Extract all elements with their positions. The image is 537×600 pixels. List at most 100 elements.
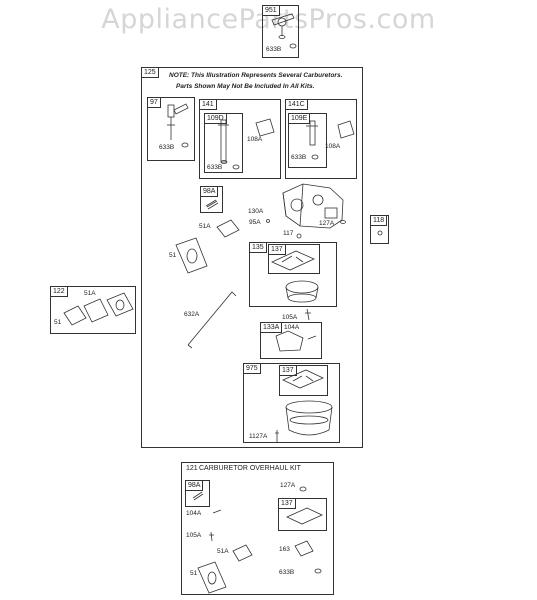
box-label-109d: 109D <box>204 113 227 124</box>
screw-icon <box>205 199 219 210</box>
part-label-633b: 633B <box>207 164 223 171</box>
needle-icon <box>209 531 214 542</box>
part-label-104a: 104A <box>186 510 202 517</box>
part-box-975[interactable]: 975 <box>243 363 340 443</box>
plug-icon <box>377 230 383 236</box>
part-box-125: 125 <box>141 67 363 448</box>
box-label-135: 135 <box>249 242 267 253</box>
box-label-98a: 98A <box>200 186 219 197</box>
part-box-137[interactable]: 137 <box>268 244 320 274</box>
part-label-51a: 51A <box>84 290 96 297</box>
box-label-109e: 109E <box>288 113 311 124</box>
o-ring-icon <box>311 154 319 160</box>
part-label-51: 51 <box>190 570 198 577</box>
part-box-98a[interactable]: 98A <box>200 186 223 213</box>
kit-title: CARBURETOR OVERHAUL KIT <box>199 465 301 472</box>
part-box-137-kit[interactable]: 137 <box>278 498 327 531</box>
box-label-141c: 141C <box>285 99 308 110</box>
part-label-105a: 105A <box>282 314 298 321</box>
gasket-icon <box>63 305 87 326</box>
part-box-141c[interactable]: 141C 108A <box>285 99 357 179</box>
part-label-130a: 130A <box>248 208 264 215</box>
screw-icon <box>212 509 222 514</box>
needle-icon <box>305 308 311 321</box>
gasket-icon <box>337 120 355 139</box>
part-label-51: 51 <box>54 319 62 326</box>
o-ring-icon <box>340 220 346 224</box>
fuel-shutoff-valve-icon <box>271 13 295 39</box>
box-label-137: 137 <box>278 498 296 509</box>
screw-icon <box>307 335 317 340</box>
float-icon <box>286 507 323 525</box>
part-box-133a[interactable]: 133A 104A <box>260 322 322 359</box>
screw-icon <box>192 491 204 501</box>
part-label-633b: 633B <box>279 569 295 576</box>
part-label-633b: 633B <box>266 46 282 53</box>
note-line-2: Parts Shown May Not Be Included In All K… <box>176 83 315 90</box>
part-box-122[interactable]: 122 51A 51 <box>50 286 136 334</box>
box-label-122: 122 <box>50 286 68 297</box>
float-icon <box>282 369 324 389</box>
part-box-135[interactable]: 135 <box>249 242 337 307</box>
part-box-109e[interactable]: 109E 633B <box>288 113 327 168</box>
part-label-51a: 51A <box>199 223 211 230</box>
carburetor-icon <box>282 183 344 229</box>
part-box-951[interactable]: 951 633B <box>262 5 299 58</box>
part-label-117: 117 <box>283 230 294 237</box>
float-needle-icon <box>275 330 304 352</box>
part-label-108a: 108A <box>325 143 341 150</box>
part-label-633b: 633B <box>291 154 307 161</box>
screw-icon <box>275 430 279 442</box>
note-line-1: NOTE: This Illustration Represents Sever… <box>169 72 343 79</box>
o-ring-icon <box>289 43 297 49</box>
plug-icon <box>296 233 302 239</box>
part-label-105a: 105A <box>186 532 202 539</box>
part-box-98a-kit[interactable]: 98A <box>185 480 210 507</box>
o-ring-icon <box>232 164 240 170</box>
fuel-pipe-icon <box>306 120 318 146</box>
part-label-633b: 633B <box>159 144 175 151</box>
part-box-141[interactable]: 141 108A <box>199 99 281 179</box>
part-box-109d[interactable]: 109D 633B <box>204 113 243 173</box>
box-label-125: 125 <box>141 67 159 78</box>
intake-gasket-icon <box>175 237 208 274</box>
fuel-pipe-icon <box>218 119 229 164</box>
part-box-97[interactable]: 97 633B <box>147 97 195 161</box>
part-label-108a: 108A <box>247 136 263 143</box>
part-label-1127a: 1127A <box>249 433 268 440</box>
gasket-icon <box>255 118 275 137</box>
gasket-icon <box>232 544 253 562</box>
o-ring-icon <box>181 142 189 148</box>
part-box-121 <box>181 462 334 595</box>
part-box-137-b[interactable]: 137 <box>279 365 328 396</box>
box-label-137: 137 <box>279 365 297 376</box>
box-label-118: 118 <box>370 215 388 226</box>
part-label-632a: 632A <box>184 311 200 318</box>
part-label-127a: 127A <box>319 220 335 227</box>
part-label-163: 163 <box>279 546 290 553</box>
governor-link-icon <box>187 291 237 349</box>
fuel-valve-icon <box>167 103 189 140</box>
box-label-97: 97 <box>147 97 161 108</box>
intake-gasket-icon <box>197 561 227 594</box>
box-label-137: 137 <box>268 244 286 255</box>
fuel-bowl-icon <box>285 400 333 436</box>
spacer-icon <box>106 292 134 317</box>
part-label-104a: 104A <box>284 324 300 331</box>
part-box-118[interactable]: 118 <box>370 215 389 244</box>
box-label-951: 951 <box>262 5 280 16</box>
gasket-icon <box>83 298 109 323</box>
o-ring-icon <box>299 486 307 492</box>
part-label-127a: 127A <box>280 482 296 489</box>
kit-number: 121 <box>186 465 198 472</box>
part-label-95a: 95A <box>249 219 261 226</box>
box-label-975: 975 <box>243 363 261 374</box>
box-label-141: 141 <box>199 99 217 110</box>
gasket-icon <box>216 219 240 238</box>
box-label-133a: 133A <box>260 322 283 333</box>
box-label-98a: 98A <box>185 480 204 491</box>
gasket-icon <box>294 540 314 557</box>
part-label-51: 51 <box>169 252 177 259</box>
part-label-51a: 51A <box>217 548 229 555</box>
